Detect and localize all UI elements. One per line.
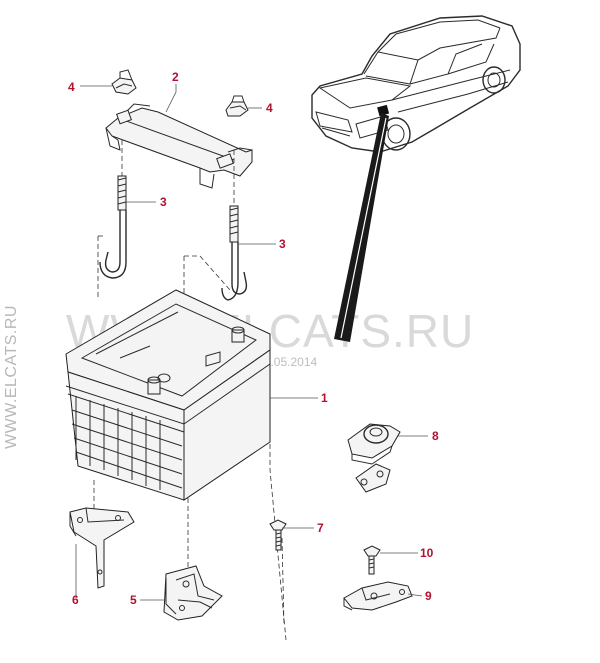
callout-4-left: 4 <box>68 80 75 94</box>
part-1-battery <box>65 289 271 501</box>
part-5-lower-bracket <box>163 565 223 621</box>
part-10-bolt <box>363 545 381 575</box>
part-3-j-bolt-left <box>99 175 127 279</box>
part-8-holder <box>347 423 401 493</box>
part-9-plate <box>343 581 413 611</box>
callout-2: 2 <box>172 70 179 84</box>
date-watermark: 11.05.2014 <box>258 355 317 369</box>
callout-8: 8 <box>432 429 439 443</box>
part-4-nut-right <box>225 95 249 117</box>
callout-9: 9 <box>425 589 432 603</box>
part-4-nut-left <box>111 69 137 95</box>
callout-6: 6 <box>72 593 79 607</box>
callout-5: 5 <box>130 593 137 607</box>
callout-4-right: 4 <box>266 101 273 115</box>
part-3-j-bolt-right <box>221 205 248 301</box>
part-2-clamp-bar <box>105 103 253 189</box>
callout-1: 1 <box>321 391 328 405</box>
callout-3-left: 3 <box>160 195 167 209</box>
part-6-bracket <box>69 507 135 589</box>
part-7-bolt <box>269 519 287 551</box>
car-illustration <box>311 15 521 153</box>
callout-10: 10 <box>420 546 434 560</box>
callout-3-right: 3 <box>279 237 286 251</box>
callout-7: 7 <box>317 521 324 535</box>
